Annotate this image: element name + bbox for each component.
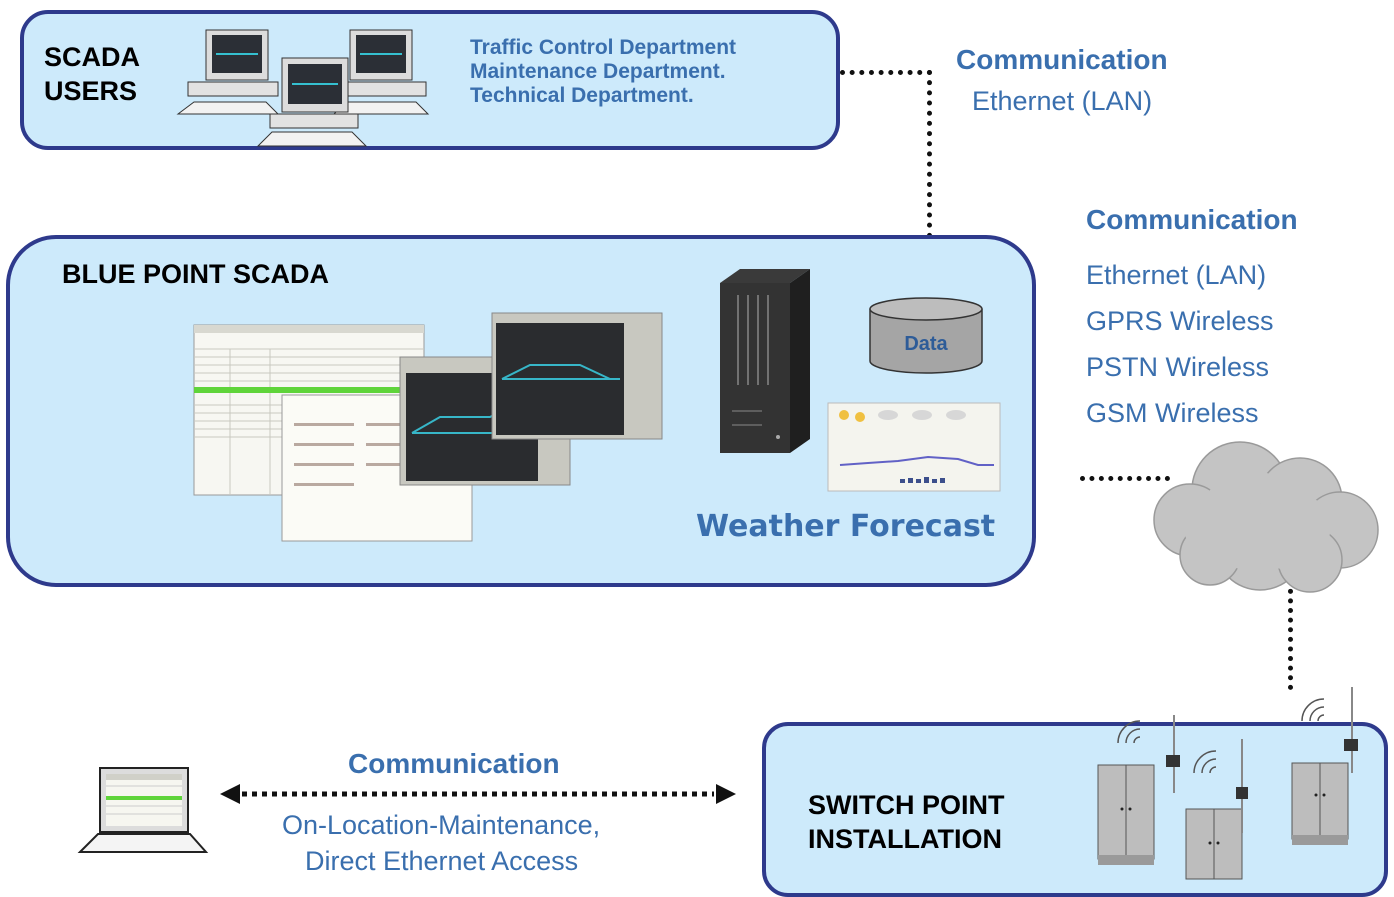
comm-bottom-line1: On-Location-Maintenance,	[282, 810, 601, 840]
connector-cloud-horizontal	[1080, 476, 1170, 481]
comm-right-item-gsm: GSM Wireless	[1086, 398, 1259, 428]
comm-bottom-line2: Direct Ethernet Access	[305, 846, 579, 876]
comm-top-item-ethernet: Ethernet (LAN)	[972, 86, 1153, 116]
switch-cabinets-illustration	[1097, 687, 1358, 880]
scada-users-title-line2: USERS	[44, 76, 138, 106]
network-cloud-icon	[1153, 441, 1379, 593]
department-technical: Technical Department.	[470, 84, 694, 107]
scada-users-title: SCADA USERS	[44, 40, 140, 108]
scada-screens-illustration	[193, 312, 663, 542]
cabinet-right	[1291, 687, 1358, 845]
bidirectional-arrow	[220, 784, 736, 804]
switch-point-title: SWITCH POINT INSTALLATION	[808, 788, 1005, 856]
user-workstations-icon	[176, 29, 430, 147]
scada-users-title-line1: SCADA	[44, 42, 141, 72]
weather-forecast-label: Weather Forecast	[696, 509, 996, 544]
switch-point-title-line1: SWITCH POINT	[808, 790, 1005, 820]
connector-cloud-vertical	[1288, 560, 1293, 690]
data-label: Data	[904, 333, 948, 355]
switch-point-box: SWITCH POINT INSTALLATION	[762, 722, 1388, 897]
department-maintenance: Maintenance Department.	[470, 60, 726, 83]
department-list: Traffic Control Department Maintenance D…	[470, 36, 736, 108]
cabinet-left	[1097, 715, 1180, 865]
comm-right-list: Ethernet (LAN) GPRS Wireless PSTN Wirele…	[1086, 252, 1274, 436]
data-database-icon	[869, 297, 983, 374]
server-icon	[720, 269, 810, 453]
comm-right-heading: Communication	[1086, 204, 1298, 235]
blue-point-scada-title: BLUE POINT SCADA	[62, 259, 330, 289]
department-traffic-control: Traffic Control Department	[470, 36, 737, 59]
comm-right-item-ethernet: Ethernet (LAN)	[1086, 260, 1267, 290]
scada-users-box: SCADA USERS Traffic Control Department M…	[20, 10, 840, 150]
weather-chart-icon	[827, 402, 1001, 492]
blue-point-scada-box: BLUE POINT SCADA	[6, 235, 1036, 587]
comm-right-item-pstn: PSTN Wireless	[1086, 352, 1270, 382]
connector-users-vertical	[927, 70, 932, 238]
comm-top-heading: Communication	[956, 44, 1168, 75]
connector-users-horizontal	[840, 70, 932, 75]
comm-right-item-gprs: GPRS Wireless	[1086, 306, 1274, 336]
laptop-icon	[77, 767, 209, 853]
comm-bottom-heading: Communication	[348, 748, 560, 779]
cabinet-middle	[1185, 739, 1248, 880]
switch-point-title-line2: INSTALLATION	[808, 824, 1002, 854]
